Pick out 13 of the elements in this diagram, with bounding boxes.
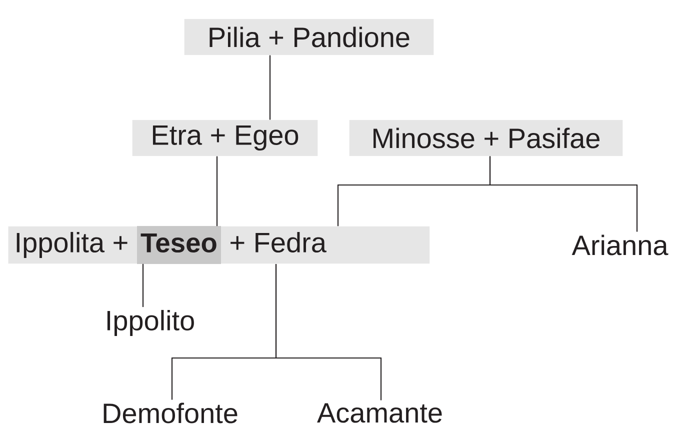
tree-line (269, 55, 271, 120)
family-box: Etra + Egeo (132, 120, 318, 156)
tree-line (142, 264, 144, 308)
tree-line (275, 264, 382, 400)
name-label: Demofonte (104, 402, 238, 424)
family-box: Minosse + Pasifae (349, 120, 623, 156)
name-label: Ippolito (107, 310, 194, 336)
tree-line (216, 156, 218, 226)
name-label: Arianna (572, 234, 668, 256)
tree-line (489, 156, 638, 232)
family-box: Pilia + Pandione (184, 19, 434, 55)
name-label: Acamante (317, 403, 442, 423)
family-box: Ippolita + Teseo + Fedra (8, 226, 430, 264)
